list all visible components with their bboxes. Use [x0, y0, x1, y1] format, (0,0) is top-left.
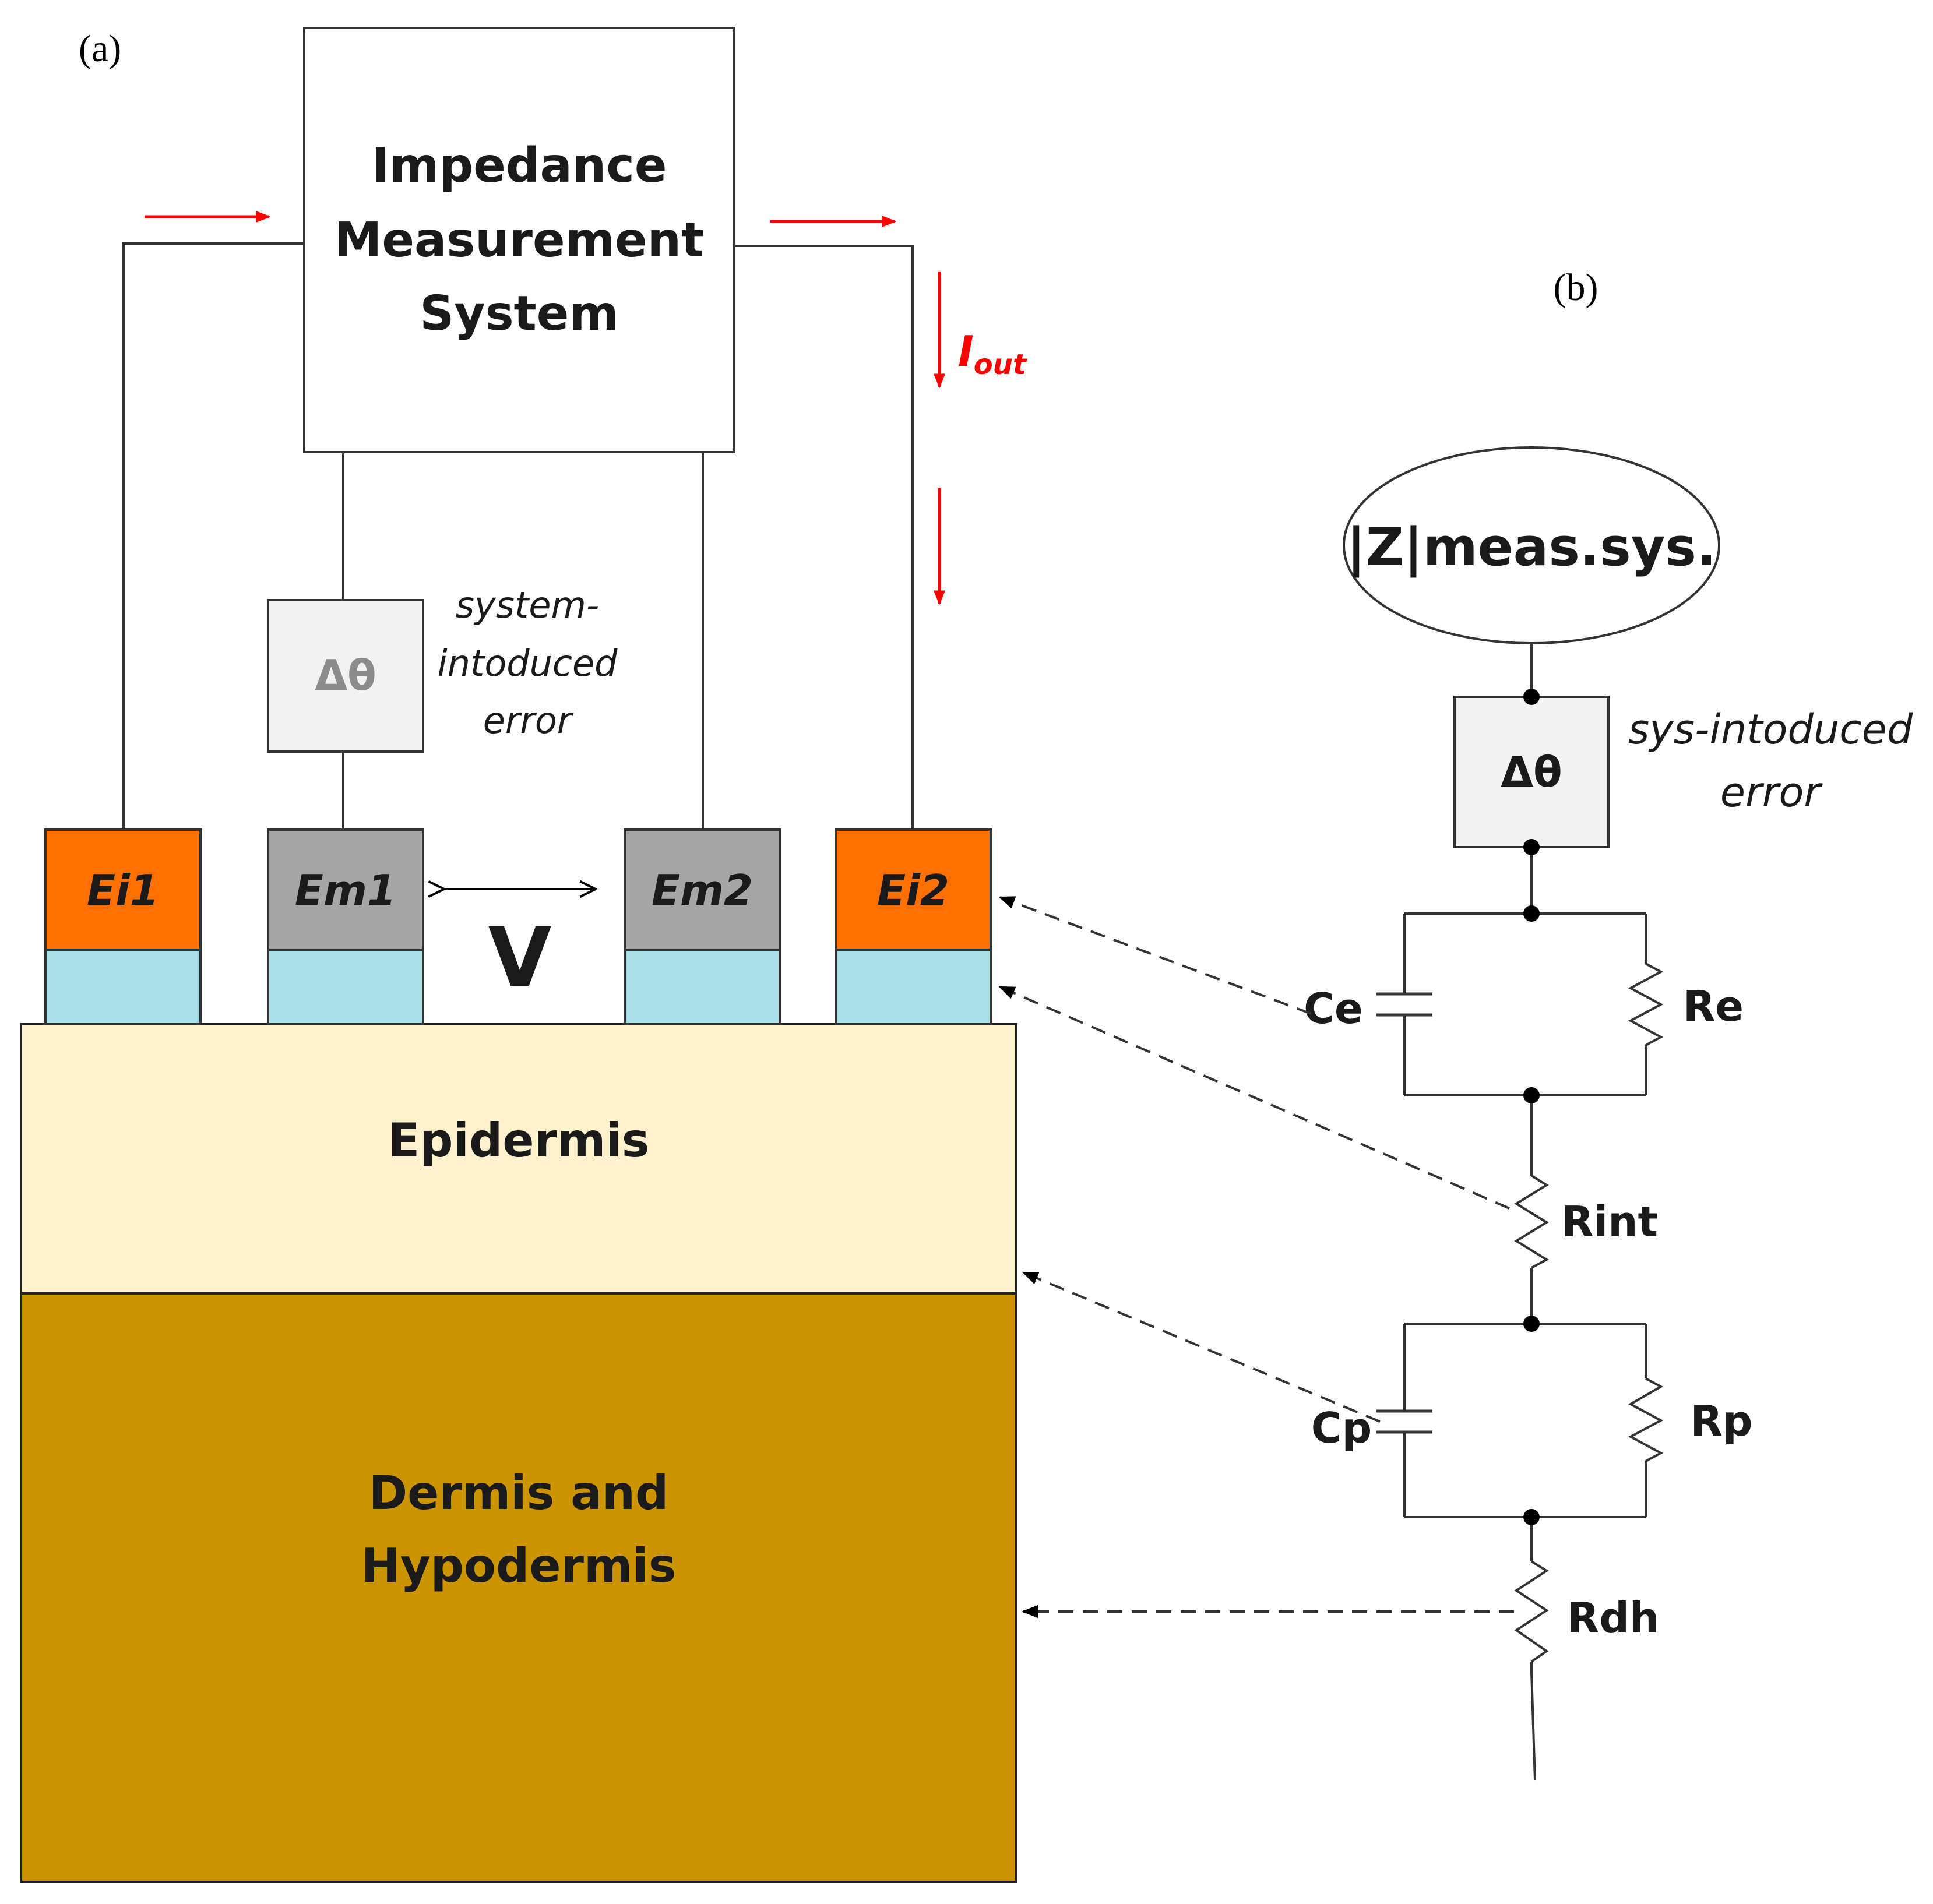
phase-error-box-a — [267, 599, 424, 753]
current-label-main: I — [958, 327, 974, 376]
wire-ei2 — [734, 245, 914, 830]
electrode-em1-label: Em1 — [295, 866, 396, 915]
resistor-rp-symbol — [1628, 1377, 1664, 1462]
epidermis-label: Epidermis — [388, 1113, 650, 1168]
capacitor-cp-symbol — [1376, 1409, 1432, 1434]
junction-dots — [1523, 689, 1540, 1525]
dermis-label-line2: Hypodermis — [361, 1539, 677, 1593]
current-label-sub: out — [974, 348, 1027, 381]
electrode-ei2-label: Ei2 — [877, 866, 949, 915]
panel-label-a: (a) — [79, 27, 121, 70]
electrode-em2-label: Em2 — [652, 866, 753, 915]
electrode-em2: Em2 — [624, 828, 781, 1025]
electrode-ei1-label: Ei1 — [87, 866, 159, 915]
arrow-rint-to-gel — [998, 986, 1510, 1210]
electrode-em1: Em1 — [267, 828, 424, 1025]
meas-sys-label: |Z|meas.sys. — [1347, 517, 1716, 579]
label-rp: Rp — [1691, 1397, 1753, 1445]
label-rint: Rint — [1561, 1197, 1658, 1246]
phase-error-symbol-a: Δθ — [315, 651, 376, 700]
phase-caption-a-line2: intoduced — [437, 642, 618, 685]
measurement-box-line2: Measurement — [335, 213, 704, 268]
label-rdh: Rdh — [1567, 1593, 1659, 1642]
measurement-box-line3: System — [420, 286, 619, 341]
electrode-ei1: Ei1 — [44, 828, 202, 1025]
panel-label-b: (b) — [1554, 266, 1598, 309]
label-cp: Cp — [1311, 1404, 1372, 1452]
phase-caption-a-line3: error — [483, 699, 574, 742]
phase-error-symbol-b: Δθ — [1501, 748, 1562, 796]
resistor-re-symbol — [1628, 962, 1664, 1046]
phase-error-box-b — [1453, 696, 1610, 848]
impedance-measurement-system-box — [303, 27, 735, 453]
dermis-hypodermis-layer — [20, 1292, 1017, 1883]
electrode-ei2: Ei2 — [835, 828, 992, 1025]
wire-ei1 — [122, 242, 304, 830]
current-arrows — [145, 211, 945, 605]
measurement-box-line1: Impedance — [372, 138, 667, 193]
resistor-rint-symbol — [1514, 1175, 1550, 1269]
capacitor-ce-symbol — [1376, 992, 1432, 1017]
phase-caption-b-line1: sys-intoduced — [1628, 706, 1913, 753]
resistor-rdh-symbol — [1514, 1560, 1549, 1663]
label-re: Re — [1683, 982, 1744, 1031]
arrow-ce-to-ei2 — [998, 896, 1312, 1015]
arrow-cp-to-epidermis — [1022, 1271, 1381, 1423]
phase-caption-a-line1: system- — [456, 584, 600, 626]
electrode-wires — [122, 242, 914, 830]
epidermis-layer — [20, 1023, 1017, 1295]
phase-caption-b-line2: error — [1720, 768, 1823, 816]
mapping-arrows — [998, 896, 1514, 1619]
current-label-iout: Iout — [958, 327, 1027, 381]
voltage-label: V — [488, 911, 551, 1006]
label-ce: Ce — [1304, 984, 1363, 1033]
dermis-label-line1: Dermis and — [369, 1466, 669, 1520]
